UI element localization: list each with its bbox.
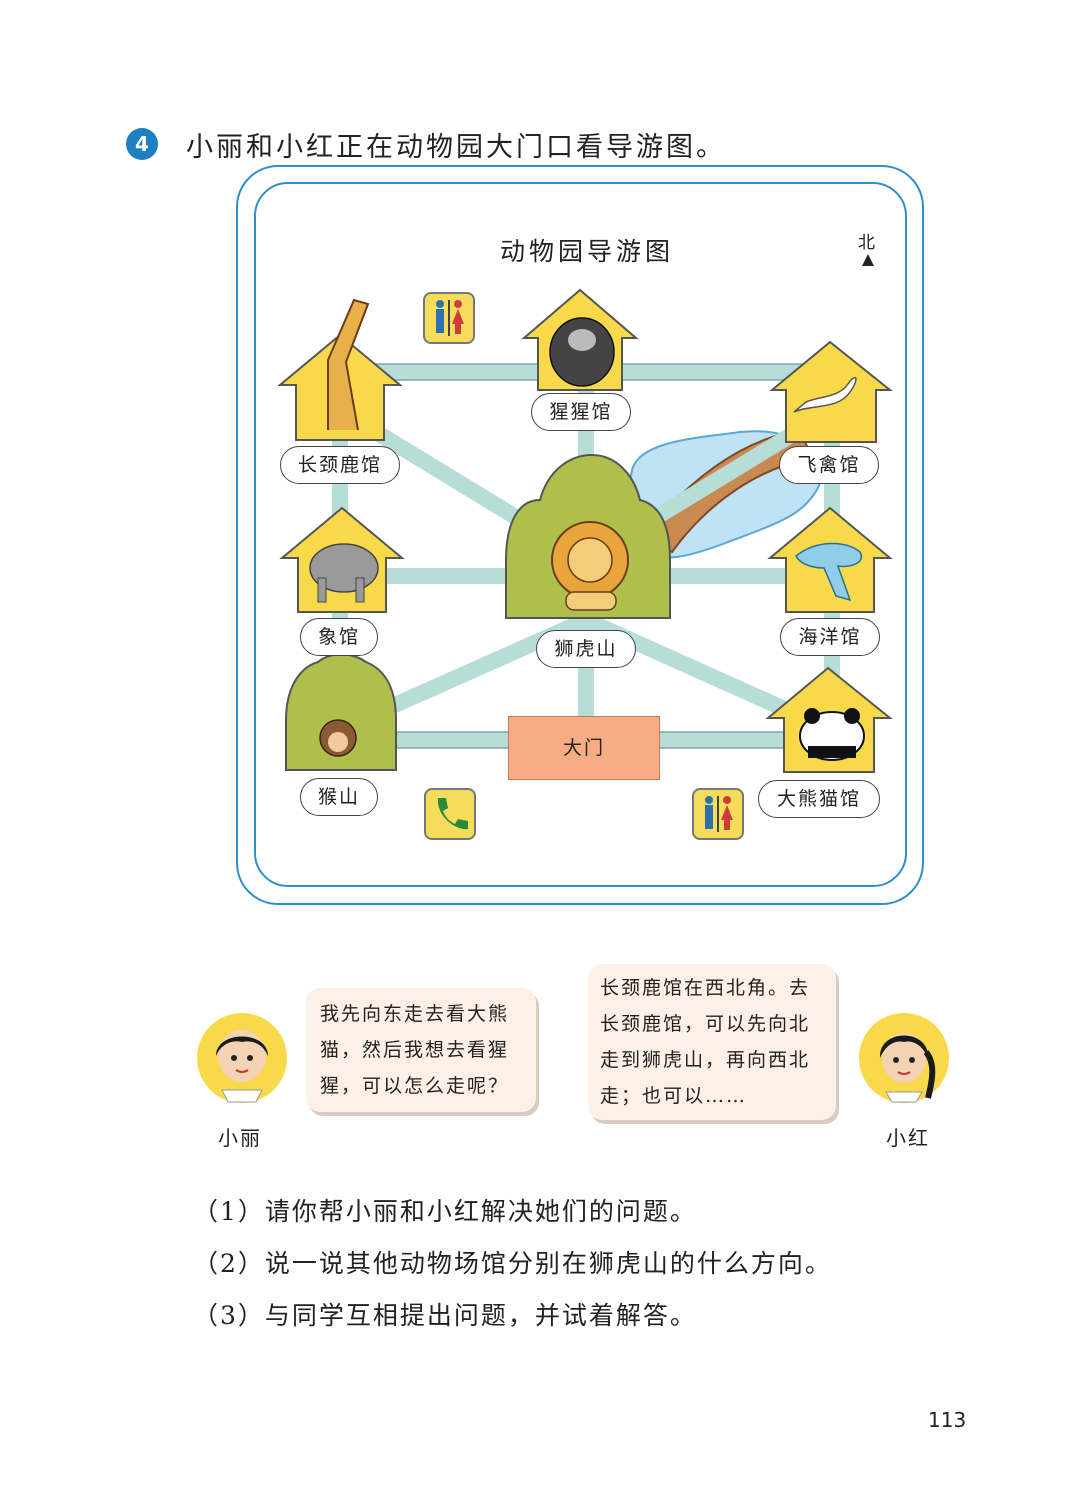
monkey-hill — [285, 653, 397, 771]
zoo-map-inner-frame — [254, 182, 907, 887]
question-text: 小丽和小红正在动物园大门口看导游图。 — [186, 132, 726, 163]
avatar-xiaoli — [197, 1013, 287, 1103]
map-title: 动物园导游图 — [500, 237, 675, 266]
speaker-name-xiaoli: 小丽 — [218, 1126, 262, 1150]
label-panda-house: 大熊猫馆 — [758, 780, 880, 818]
bubble-line: 走；也可以…… — [600, 1085, 748, 1107]
page-number: 113 — [928, 1408, 967, 1432]
restroom-icon — [423, 292, 475, 344]
label-birds-house: 飞禽馆 — [779, 446, 879, 484]
speaker-name-xiaohong: 小红 — [886, 1126, 930, 1150]
label-ocean-house: 海洋馆 — [780, 618, 880, 656]
label-gorilla-house: 猩猩馆 — [531, 393, 631, 431]
task-3: （3）与同学互相提出问题，并试着解答。 — [193, 1301, 697, 1330]
bubble-line: 猩，可以怎么走呢？ — [320, 1075, 510, 1097]
avatar-xiaohong — [859, 1013, 949, 1103]
bubble-line: 长颈鹿馆，可以先向北 — [600, 1013, 811, 1035]
question-number-badge: 4 — [126, 128, 158, 160]
zoo-gate: 大门 — [508, 716, 660, 780]
label-elephant-house: 象馆 — [300, 618, 378, 656]
bubble-line: 走到狮虎山，再向西北 — [600, 1049, 811, 1071]
phone-icon — [424, 788, 476, 840]
restroom-icon — [692, 788, 744, 840]
house-ocean — [767, 506, 893, 613]
bubble-line: 猫，然后我想去看猩 — [320, 1039, 510, 1061]
bubble-line: 我先向东走去看大熊 — [320, 1003, 510, 1025]
house-giraffe — [277, 298, 403, 441]
task-2: （2）说一说其他动物场馆分别在狮虎山的什么方向。 — [193, 1249, 832, 1278]
label-monkey-hill: 猴山 — [300, 778, 378, 816]
house-gorilla — [521, 288, 639, 391]
speech-bubble-xiaoli: 我先向东走去看大熊 猫，然后我想去看猩 猩，可以怎么走呢？ — [306, 988, 536, 1112]
bubble-line: 长颈鹿馆在西北角。去 — [600, 977, 811, 999]
house-elephant — [279, 506, 405, 613]
label-giraffe-house: 长颈鹿馆 — [280, 446, 400, 484]
task-1: （1）请你帮小丽和小红解决她们的问题。 — [193, 1197, 697, 1226]
north-arrow-icon — [862, 254, 874, 266]
label-lion-hill: 狮虎山 — [536, 630, 636, 668]
speech-bubble-xiaohong: 长颈鹿馆在西北角。去 长颈鹿馆，可以先向北 走到狮虎山，再向西北 走；也可以…… — [588, 964, 836, 1120]
house-birds — [769, 340, 893, 443]
north-label: 北 — [858, 233, 875, 253]
house-panda — [765, 666, 893, 773]
lion-hill — [505, 453, 671, 619]
